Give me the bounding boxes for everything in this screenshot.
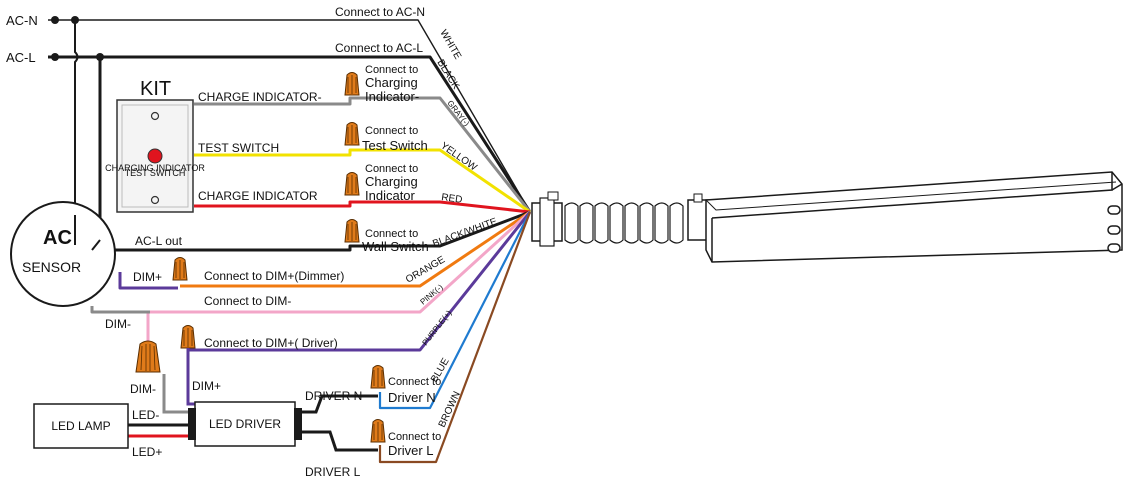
led-plus-label: LED+ xyxy=(132,445,162,459)
wire-nuts xyxy=(135,72,386,443)
connect-driver-l-2: Driver L xyxy=(388,443,434,458)
flex-conduit xyxy=(564,202,684,244)
wire-label-purple: PURPLE(+) xyxy=(420,308,453,347)
ac-sensor: AC SENSOR AC-L out DIM+ DIM- xyxy=(10,201,183,331)
connect-test-1: Connect to xyxy=(365,125,418,137)
led-driver-label: LED DRIVER xyxy=(209,417,281,431)
wire-blue xyxy=(378,211,531,410)
connect-driver-n-1: Connect to xyxy=(388,376,441,388)
sensor-dim-plus-label: DIM+ xyxy=(133,270,162,284)
kit-title: KIT xyxy=(140,78,171,100)
screw-icon xyxy=(150,111,160,121)
connect-driver-n-2: Driver N xyxy=(388,390,436,405)
connect-dim-plus-dimmer: Connect to DIM+(Dimmer) xyxy=(204,269,344,283)
connect-ac-n: Connect to AC-N xyxy=(335,5,425,19)
wire-black-white xyxy=(100,210,531,252)
wire-nut-icon xyxy=(135,340,161,373)
led-section: LED LAMP LED- LED+ LED DRIVER DIM- DIM+ … xyxy=(33,348,378,479)
connect-charging-1: Connect to xyxy=(365,163,418,175)
ac-n-terminal xyxy=(51,16,59,24)
led-driver-box xyxy=(194,401,296,447)
wire-pink xyxy=(146,210,532,345)
wire-nut-icon xyxy=(344,72,360,96)
connect-wall-1: Connect to xyxy=(365,228,418,240)
charge-indicator-label: CHARGE INDICATOR xyxy=(198,189,318,203)
charging-indicator-led-icon xyxy=(147,148,163,164)
wire-label-red: RED xyxy=(441,192,463,206)
sensor-subtitle: SENSOR xyxy=(22,259,81,275)
ac-l-terminal xyxy=(51,53,59,61)
wire-label-white: WHITE xyxy=(437,28,463,62)
acl-out-label: AC-L out xyxy=(135,234,183,248)
wire-yellow xyxy=(194,148,531,214)
wire-label-yellow: YELLOW xyxy=(438,140,479,173)
connect-ac-l: Connect to AC-L xyxy=(335,41,423,55)
sensor-body xyxy=(10,201,116,307)
ac-n-drop xyxy=(74,20,79,215)
wire-label-black-white: BLACK/WHITE xyxy=(431,216,499,250)
sensor-dim-minus-label: DIM- xyxy=(105,317,131,331)
connect-charging-3: Indicator xyxy=(365,188,416,203)
connect-dim-plus-driver: Connect to DIM+( Driver) xyxy=(204,336,338,350)
led-lamp-label: LED LAMP xyxy=(51,419,110,433)
sensor-title: AC xyxy=(43,227,72,249)
conduit xyxy=(531,191,711,247)
connect-charging-neg-2: Charging xyxy=(365,75,418,90)
wire-nut-icon xyxy=(344,219,360,243)
connect-charging-2: Charging xyxy=(365,174,418,189)
test-switch-label: TEST SWITCH xyxy=(198,141,279,155)
ac-n-label: AC-N xyxy=(6,13,38,28)
charge-indicator-neg-label: CHARGE INDICATOR- xyxy=(198,90,322,104)
driver-l-label: DRIVER L xyxy=(305,465,361,479)
wire-brown xyxy=(378,211,532,464)
led-lamp-box xyxy=(33,403,129,449)
wire-nut-icon xyxy=(370,365,386,389)
wire-purple xyxy=(188,211,532,352)
wire-red xyxy=(194,200,531,214)
ac-l-label: AC-L xyxy=(6,50,36,65)
wire-orange xyxy=(180,210,531,288)
connect-charging-neg-1: Connect to xyxy=(365,64,418,76)
wire-nut-icon xyxy=(172,257,188,281)
connect-charging-neg-3: Indicator- xyxy=(365,89,419,104)
wire-ac-n xyxy=(48,19,531,213)
wire-nut-icon xyxy=(370,419,386,443)
wire-gray xyxy=(194,96,532,213)
wire-nut-icon xyxy=(180,325,196,349)
wire-bundle xyxy=(48,19,532,464)
wire-sensor-dim-plus xyxy=(118,272,178,290)
wire-ac-l xyxy=(48,55,532,213)
driver-dim-minus-label: DIM- xyxy=(130,382,156,396)
wire-nut-icon xyxy=(344,122,360,146)
wire-nut-icon xyxy=(344,172,360,196)
driver-n-label: DRIVER N xyxy=(305,389,362,403)
connection-labels: Connect to AC-N Connect to AC-L Connect … xyxy=(204,5,441,458)
connect-driver-l-1: Connect to xyxy=(388,431,441,443)
emergency-driver-box xyxy=(705,171,1123,263)
wire-sensor-dim-minus xyxy=(90,306,150,314)
connect-dim-minus: Connect to DIM- xyxy=(204,294,291,308)
screw-icon xyxy=(150,195,160,205)
driver-dim-plus-label: DIM+ xyxy=(192,379,221,393)
sensor-switch-icon xyxy=(74,215,101,251)
kit: KIT CHARGING INDICATOR TEST SWITCH CHARG… xyxy=(105,78,322,213)
connect-wall-2: Wall Switch xyxy=(362,239,429,254)
led-minus-label: LED- xyxy=(132,408,159,422)
connect-test-2: Test Switch xyxy=(362,138,428,153)
plate-line2: TEST SWITCH xyxy=(125,168,186,178)
plate-line1: CHARGING INDICATOR xyxy=(105,163,205,173)
